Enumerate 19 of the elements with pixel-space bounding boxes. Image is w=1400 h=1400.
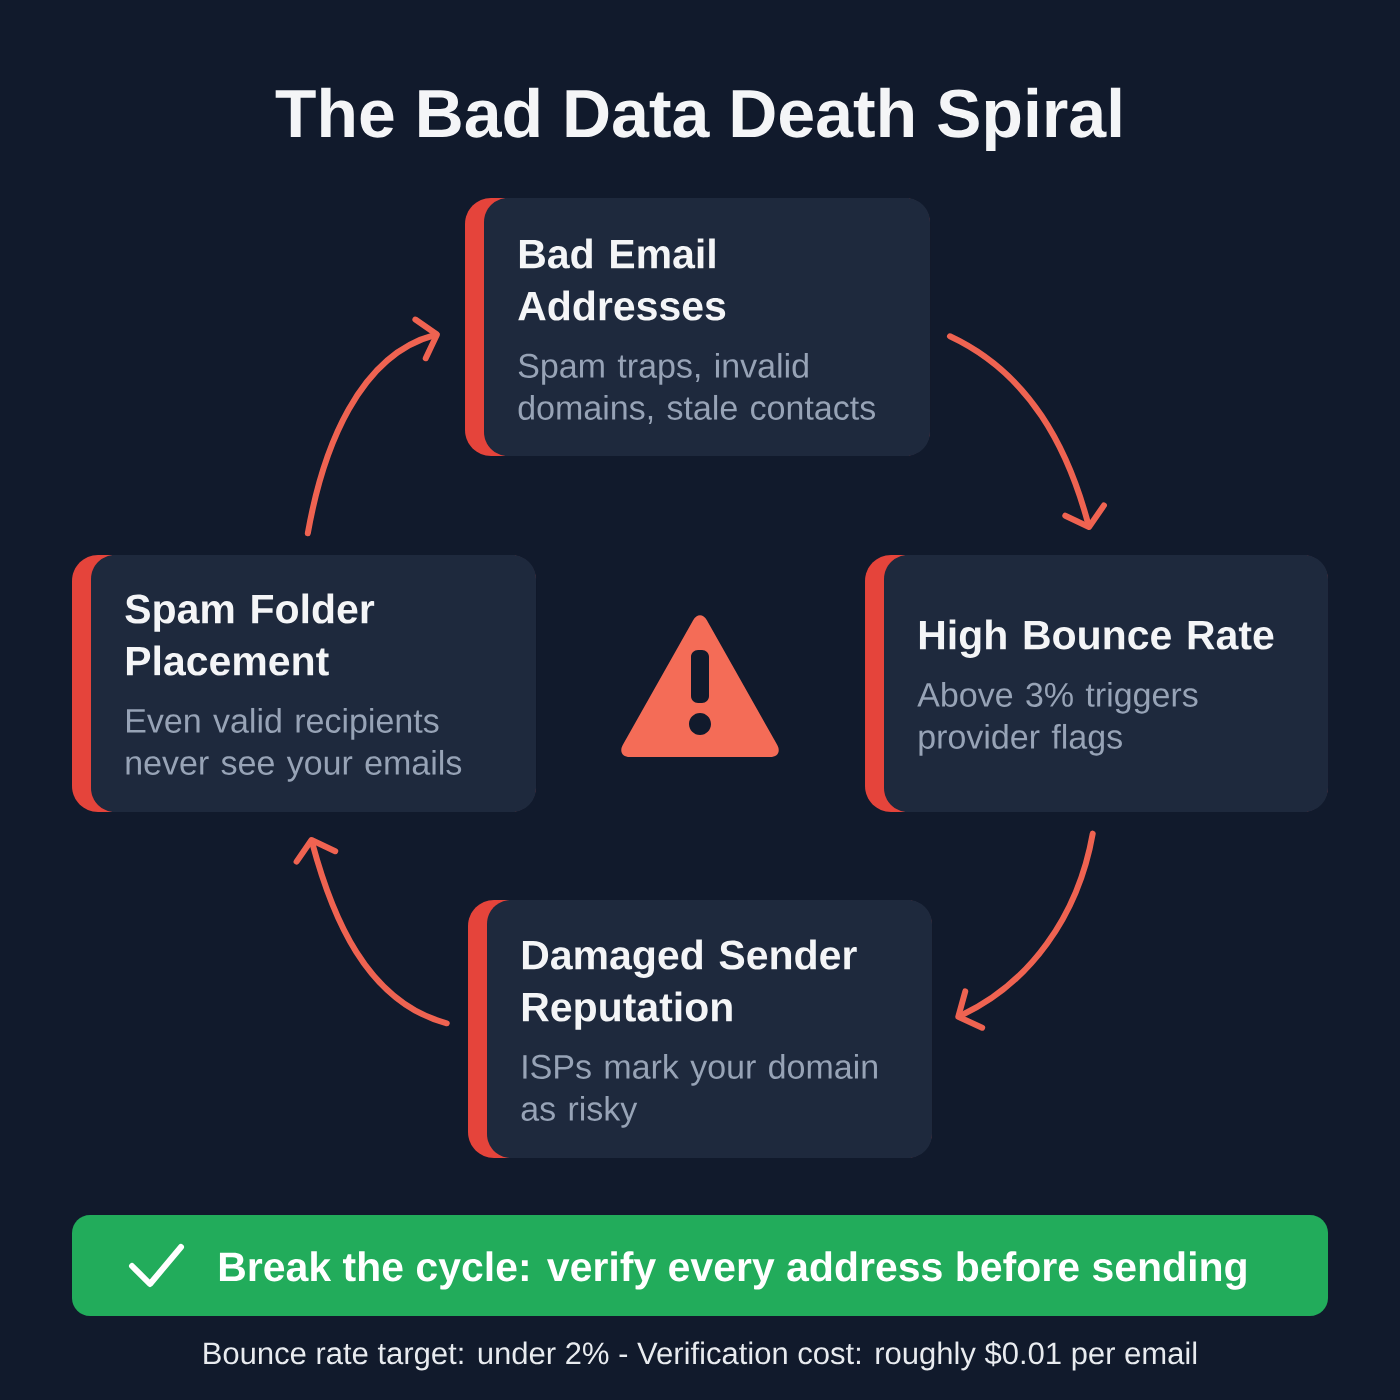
card-title: Spam Folder Placement <box>125 593 375 676</box>
arrow <box>293 837 450 1027</box>
title: The Bad Data Death Spiral <box>275 87 1121 152</box>
step-card <box>865 555 1328 812</box>
card-description: Spam traps, invalid domains, stale contacts <box>518 352 875 424</box>
step-card <box>465 198 930 456</box>
card-description: ISPs mark your domain as risky <box>521 1053 877 1128</box>
card-description: Above 3% triggers provider flags <box>917 681 1198 756</box>
arrow <box>955 830 1096 1031</box>
callout-banner <box>72 1215 1328 1316</box>
step-card <box>468 900 932 1158</box>
card-title: Bad Email Addresses <box>518 238 726 321</box>
arrow <box>304 316 440 537</box>
card-title: High Bounce Rate <box>919 619 1274 658</box>
card-description: Even valid recipients never see your emails <box>126 707 462 782</box>
step-card <box>72 555 536 812</box>
arrow <box>946 333 1107 530</box>
card-title: Damaged Sender Reputation <box>522 939 857 1030</box>
banner-text: Break the cycle: verify every address before sending <box>219 1251 1246 1290</box>
